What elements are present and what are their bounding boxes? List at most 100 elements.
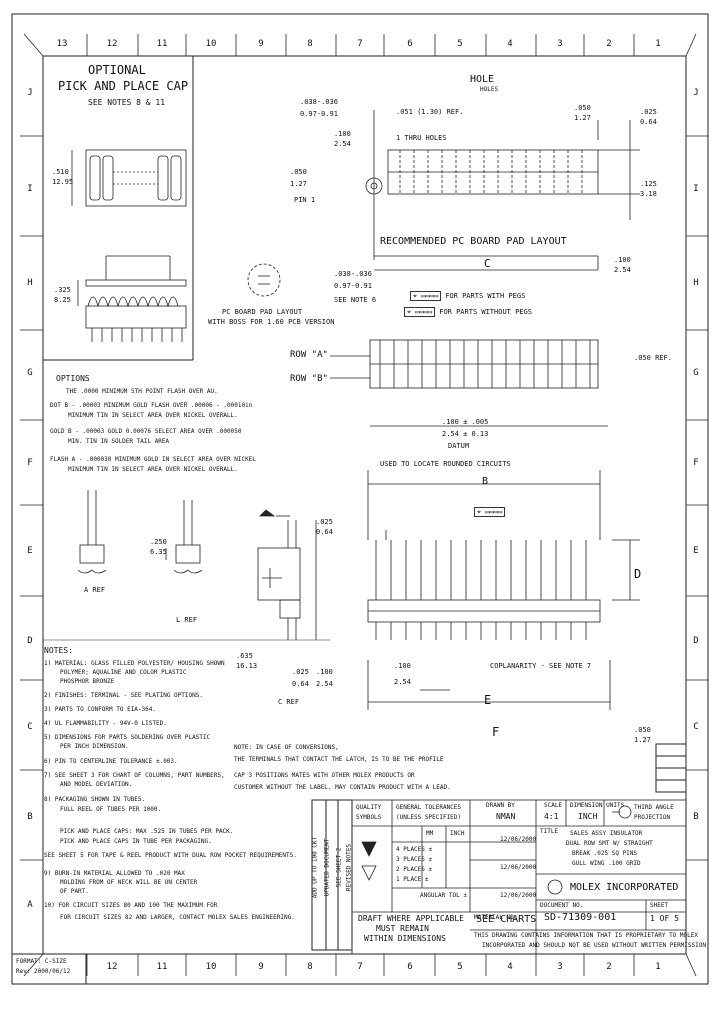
cap-dim-side: .325 xyxy=(54,286,71,294)
col-label-bottom: 8 xyxy=(307,962,313,972)
row-pad-strip xyxy=(330,339,608,427)
side-dim-1: .025 xyxy=(316,518,333,526)
pcb-dim-a-val: .125 xyxy=(640,180,657,188)
tb-places-4: 4 PLACES ± xyxy=(396,846,433,853)
row-label-left: F xyxy=(27,458,33,468)
front-pins xyxy=(375,540,587,640)
pad-label-pegs: ⌖ ▭▭▭▭ FOR PARTS WITH PEGS xyxy=(410,291,525,301)
tb-inch: INCH xyxy=(450,830,465,837)
note-line: 1) MATERIAL: GLASS FILLED POLYESTER/ HOU… xyxy=(44,660,225,667)
pcb-dim-bottom-l1: .038-.036 xyxy=(334,270,372,278)
row-label-left: H xyxy=(27,278,33,288)
note-line: PHOSPHOR BRONZE xyxy=(60,678,115,685)
tb-title-1: SALES ASSY INSULATOR xyxy=(570,830,643,837)
note-line: 9) BURN-IN MATERIAL ALLOWED TO .020 MAX xyxy=(44,870,185,877)
tb-doc-label: DOCUMENT NO. xyxy=(540,902,584,909)
pcb-dim-050: .050 xyxy=(574,104,591,112)
tb-scale-label: SCALE xyxy=(544,802,563,809)
side-dim-4: 16.13 xyxy=(236,662,258,670)
options-line: GOLD B - .00003 GOLD 0.00076 SELECT AREA… xyxy=(50,428,242,435)
tb-sheet: 1 OF 5 xyxy=(650,914,679,923)
col-label-bottom: 3 xyxy=(557,962,563,972)
tb-places-2: 2 PLACES ± xyxy=(396,866,433,873)
cap-front-view xyxy=(77,255,187,342)
col-label-bottom: 6 xyxy=(407,962,413,972)
format-rev: Rev: 2000/06/12 xyxy=(16,968,71,975)
tb-units-label: DIMENSION UNITS xyxy=(570,802,625,809)
col-label-top: 7 xyxy=(357,39,363,49)
col-label-top: 2 xyxy=(606,39,612,49)
pcb-hole-label: HOLE xyxy=(470,74,495,85)
side-dim-5: .025 xyxy=(292,668,309,676)
side-dim-3: .635 xyxy=(236,652,253,660)
mid-note: NOTE: IN CASE OF CONVERSIONS, xyxy=(234,744,339,751)
side-dim-8: 2.54 xyxy=(316,680,333,688)
coplanarity-label: COPLANARITY - SEE NOTE 7 xyxy=(490,662,592,670)
cap-dim-side-mm: 8.25 xyxy=(54,296,71,304)
tb-title-3: BREAK .025 SQ PINS xyxy=(572,850,638,857)
pcb-dim-a-mm: 3.18 xyxy=(640,190,657,198)
pcb-dim-bottom-r2: 2.54 xyxy=(614,266,631,274)
col-label-top: 11 xyxy=(156,39,168,49)
used-to-locate: USED TO LOCATE ROUNDED CIRCUITS xyxy=(380,460,511,468)
row-a-label: ROW "A" xyxy=(290,350,328,360)
pcb-see-note: SEE NOTE 6 xyxy=(334,296,377,304)
col-label-bottom: 9 xyxy=(258,962,264,972)
note-line: POLYMER; AQUALINE AND COLOR PLASTIC xyxy=(60,669,187,676)
boss-caption-2: WITH BOSS FOR 1.60 PCB VERSION xyxy=(208,318,335,326)
col-label-top: 8 xyxy=(307,39,313,49)
rev-stamp-text: UPDATED DOCUMENT xyxy=(323,838,331,897)
col-label-top: 1 xyxy=(655,39,661,49)
options-line: DOT B - .00003 MINIMUM GOLD FLASH OVER .… xyxy=(50,402,253,409)
row-label-right: C xyxy=(693,722,699,732)
cap-dim-top: .510 xyxy=(52,168,69,176)
note-line: 5) DIMENSIONS FOR PARTS SOLDERING OVER P… xyxy=(44,734,211,741)
note-line: 10) FOR CIRCUIT SIZES 80 AND 100 THE MAX… xyxy=(44,902,218,909)
note-line: FULL REEL OF TUBES PER 1000. xyxy=(60,806,162,813)
pcb-dim-bottom-l2: 0.97-0.91 xyxy=(334,282,372,290)
col-label-bottom: 11 xyxy=(156,962,168,972)
col-label-bottom: 5 xyxy=(457,962,463,972)
options-line: FLASH A - .000030 MINIMUM GOLD IN SELECT… xyxy=(50,456,256,463)
tube-l-label: L REF xyxy=(176,616,198,624)
mid-note: THE TERMINALS THAT CONTACT THE LATCH, IS… xyxy=(234,756,444,763)
row-label-right: E xyxy=(693,546,699,556)
tb-places-3: 3 PLACES ± xyxy=(396,856,433,863)
tb-draft-where: DRAFT WHERE APPLICABLE xyxy=(358,914,464,923)
side-dim-6: 0.64 xyxy=(292,680,309,688)
tb-units: INCH xyxy=(578,812,598,821)
tb-scale: 4:1 xyxy=(544,812,559,821)
front-ref-box: ⌖ ▭▭▭▭ xyxy=(474,507,506,517)
note-line: 6) PIN TO CENTERLINE TOLERANCE ±.003. xyxy=(44,758,178,765)
tb-sheet-label: SHEET xyxy=(650,902,669,909)
row-label-right: I xyxy=(693,184,699,194)
col-label-top: 10 xyxy=(205,39,217,49)
col-label-top: 9 xyxy=(258,39,264,49)
tb-material-label: MATERIAL NO. xyxy=(474,914,518,921)
mid-note: CUSTOMER WITHOUT THE LABEL. MAY CONTAIN … xyxy=(234,784,451,791)
note-line: MOLDING FROM OF NECK WILL BE ON CENTER xyxy=(60,879,198,886)
tube-dim-2: 6.35 xyxy=(150,548,167,556)
pcb-dia-1b: 0.97-0.91 xyxy=(300,110,338,118)
tb-date: 12/06/2000 xyxy=(500,864,537,871)
note-line: 7) SEE SHEET 3 FOR CHART OF COLUMNS, PAR… xyxy=(44,772,225,779)
tb-title-4: GULL WING .100 GRID xyxy=(572,860,641,867)
tb-drawn-name: NMAN xyxy=(496,812,516,821)
tb-company: MOLEX INCORPORATED xyxy=(570,882,679,893)
tb-angular: ANGULAR TOL ± xyxy=(420,892,467,899)
note-line: 8) PACKAGING SHOWN IN TUBES. xyxy=(44,796,146,803)
row-label-left: B xyxy=(27,812,33,822)
tb-projection-1: THIRD ANGLE xyxy=(634,804,674,811)
cap-top-view xyxy=(71,149,187,207)
pad-grid xyxy=(388,150,598,194)
row-label-right: H xyxy=(693,278,699,288)
front-dim-1: .100 xyxy=(394,662,411,670)
format-label: FORMAT: C-SIZE xyxy=(16,958,67,965)
tb-within-dims: WITHIN DIMENSIONS xyxy=(364,934,446,943)
col-label-top: 12 xyxy=(106,39,118,49)
tb-drawn-by: DRAWN BY xyxy=(486,802,515,809)
note-line: PICK AND PLACE CAPS IN TUBE PER PACKAGIN… xyxy=(60,838,212,845)
rev-stamp-text: ADD UP TO 100 CKT xyxy=(311,836,319,899)
col-label-top: 5 xyxy=(457,39,463,49)
